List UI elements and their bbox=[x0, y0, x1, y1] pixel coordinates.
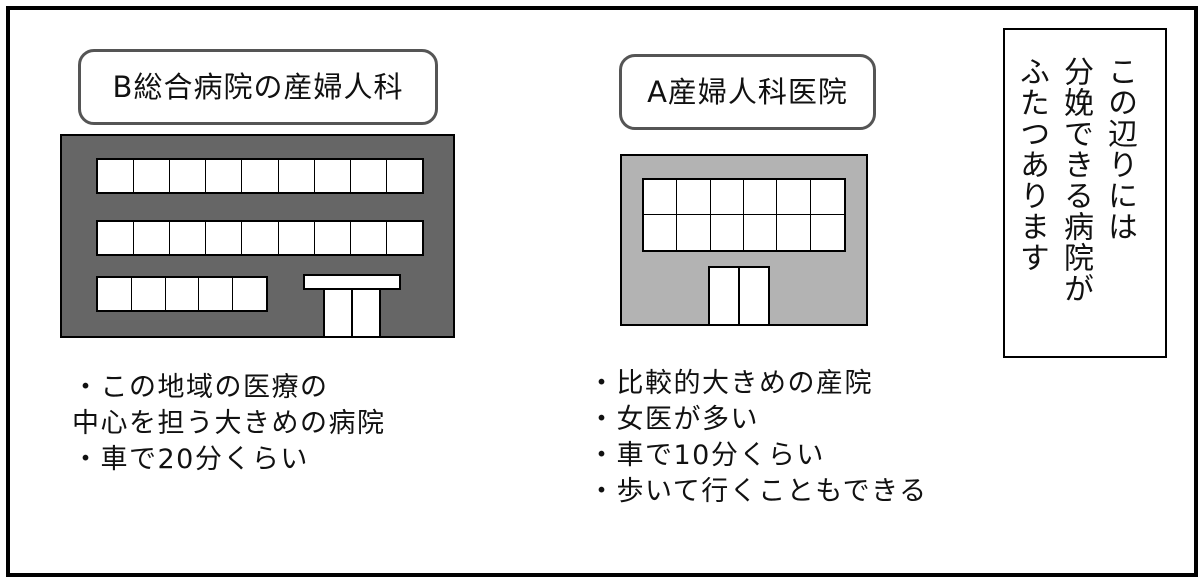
hospital-b-description: ・この地域の医療の 中心を担う大きめの病院 ・車で20分くらい bbox=[72, 370, 386, 478]
description-line: ・車で10分くらい bbox=[588, 440, 825, 471]
narration-line: ふたつあります bbox=[1014, 56, 1049, 273]
narration-text: この辺りには 分娩できる病院が ふたつあります bbox=[1009, 56, 1141, 304]
window-row-3 bbox=[96, 276, 268, 312]
hospital-b-label: B総合病院の産婦人科 bbox=[78, 49, 438, 125]
hospital-a-building-illustration bbox=[620, 154, 868, 326]
description-line: ・車で20分くらい bbox=[72, 444, 309, 475]
hospital-a-label: A産婦人科医院 bbox=[619, 54, 876, 130]
window-row-2 bbox=[96, 220, 424, 256]
description-line: ・比較的大きめの産院 bbox=[588, 368, 873, 399]
description-line: ・この地域の医療の bbox=[72, 372, 329, 403]
hospital-a-description: ・比較的大きめの産院 ・女医が多い ・車で10分くらい ・歩いて行くこともできる bbox=[588, 366, 928, 510]
description-line: ・歩いて行くこともできる bbox=[588, 476, 928, 507]
narration-line: 分娩できる病院が bbox=[1058, 56, 1093, 304]
hospital-b-building-illustration bbox=[60, 134, 455, 338]
narration-box: この辺りには 分娩できる病院が ふたつあります bbox=[1003, 28, 1167, 358]
description-line: 中心を担う大きめの病院 bbox=[72, 408, 386, 439]
window-row-1 bbox=[96, 158, 424, 194]
window-grid bbox=[642, 178, 846, 252]
narration-line: この辺りには bbox=[1102, 56, 1137, 242]
entrance-door bbox=[323, 288, 381, 338]
entrance-door bbox=[708, 266, 770, 326]
description-line: ・女医が多い bbox=[588, 404, 759, 435]
